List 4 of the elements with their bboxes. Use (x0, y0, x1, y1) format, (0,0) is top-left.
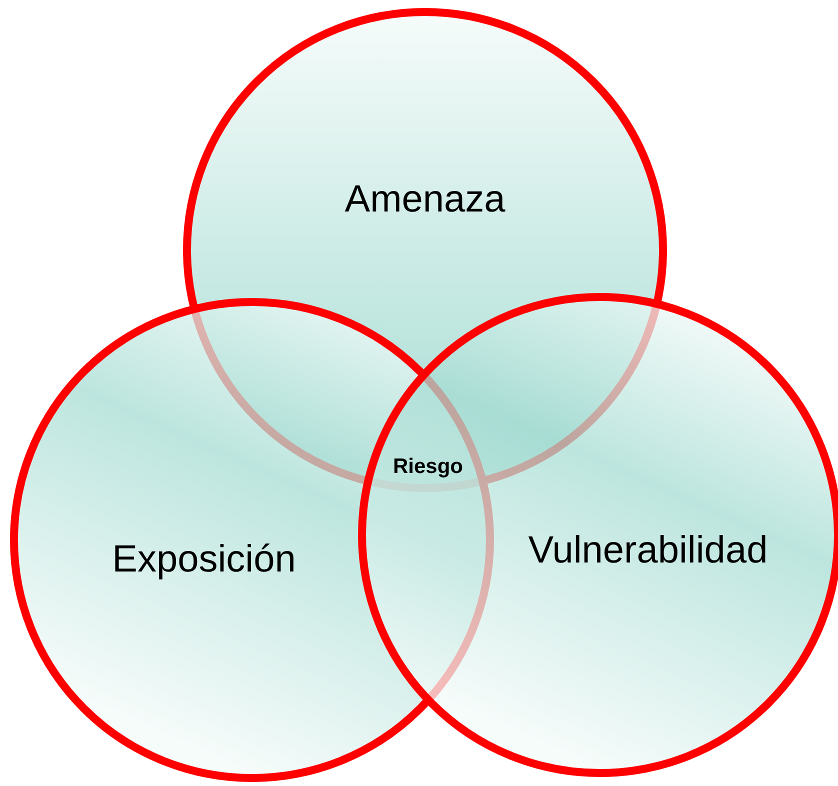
circle-label: Vulnerabilidad (528, 530, 768, 572)
circle-label: Amenaza (344, 178, 506, 222)
overlap-label: Riesgo (393, 455, 463, 479)
circle-label: Exposición (112, 538, 296, 582)
